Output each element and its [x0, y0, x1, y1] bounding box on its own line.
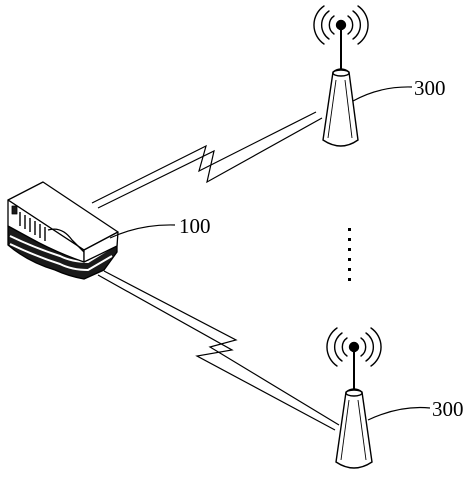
router-device-100: [7, 181, 119, 280]
leader-line-300-bottom: [367, 406, 431, 421]
leader-line-100: [109, 224, 176, 239]
antenna-bottom-300: [326, 327, 382, 469]
leader-line-300-top: [352, 86, 413, 102]
radio-waves-bottom: [326, 327, 382, 367]
radio-waves-top: [313, 5, 369, 45]
antenna-top-300: [313, 5, 369, 147]
leader-lines: [109, 86, 431, 421]
ref-label-antenna-top-300: 300: [414, 76, 446, 100]
vertical-ellipsis: [348, 228, 351, 281]
wireless-link-bottom: [97, 270, 340, 431]
wireless-link-top: [91, 111, 323, 209]
ref-label-device-100: 100: [179, 214, 211, 238]
ref-label-antenna-bottom-300: 300: [432, 397, 464, 421]
